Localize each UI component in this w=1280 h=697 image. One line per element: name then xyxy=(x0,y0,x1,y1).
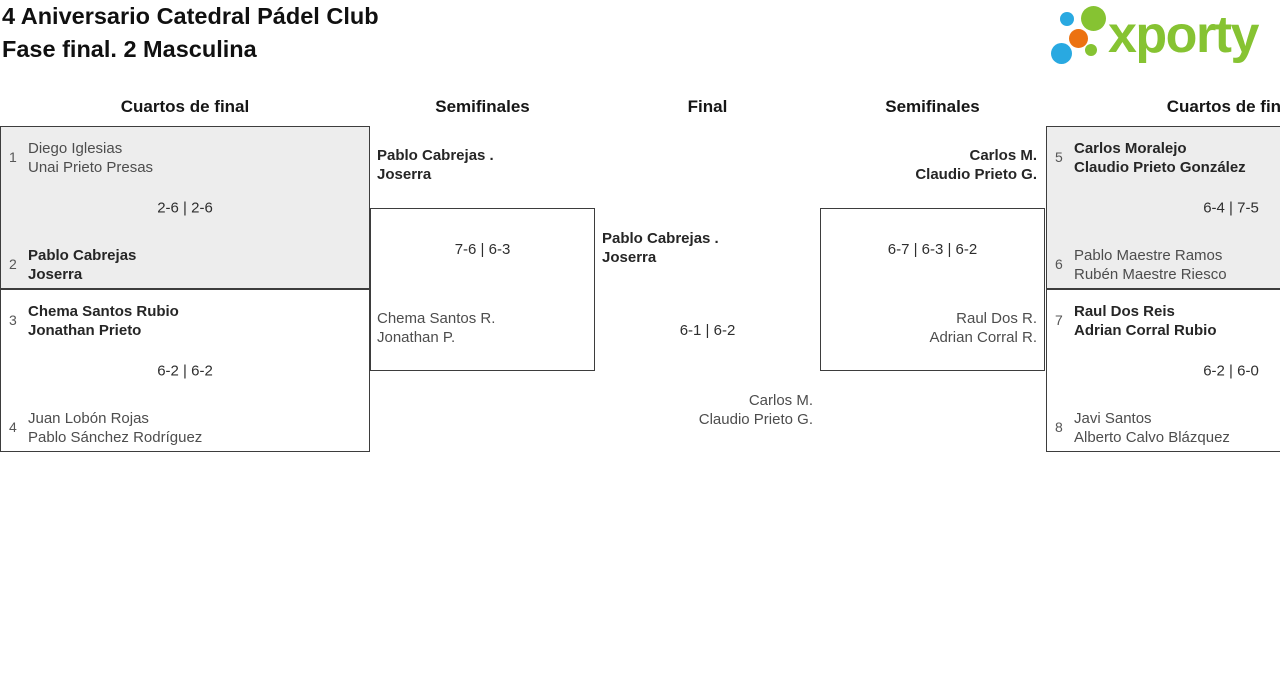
team-pair-winner: Raul Dos Reis Adrian Corral Rubio xyxy=(1074,302,1217,340)
team-pair-winner: Carlos Moralejo Claudio Prieto González xyxy=(1074,139,1246,177)
team-line: Raul Dos Reis xyxy=(1074,303,1175,320)
match-box-qf1: 1 Diego Iglesias Unai Prieto Presas 2-6 … xyxy=(0,126,370,289)
match-box-sf-left xyxy=(370,208,595,371)
page-title: 4 Aniversario Catedral Pádel Club Fase f… xyxy=(2,0,379,66)
match-score: 2-6 | 2-6 xyxy=(157,199,213,216)
match-score: 7-6 | 6-3 xyxy=(454,241,511,258)
team-pair-loser: Pablo Maestre Ramos Rubén Maestre Riesco xyxy=(1074,246,1227,284)
team-line: Carlos M. xyxy=(969,147,1037,164)
match-box-sf-right xyxy=(820,208,1045,371)
match-score: 6-2 | 6-2 xyxy=(157,362,213,379)
team-line: Raul Dos R. xyxy=(956,310,1037,327)
round-header-semis-left: Semifinales xyxy=(435,97,530,116)
logo-dot-green-large-icon xyxy=(1081,6,1106,31)
seed-number: 5 xyxy=(1055,149,1063,165)
round-header-cuartos-left: Cuartos de final xyxy=(120,97,250,116)
team-pair-winner: Pablo Cabrejas Joserra xyxy=(28,246,136,284)
logo-dot-blue-large-icon xyxy=(1051,43,1072,64)
team-line: Claudio Prieto G. xyxy=(915,166,1037,183)
team-line: Unai Prieto Presas xyxy=(28,159,154,176)
team-line: Carlos M. xyxy=(748,392,813,409)
team-line: Javi Santos xyxy=(1074,410,1152,427)
seed-number: 4 xyxy=(9,419,17,435)
match-box-qf4: 7 Raul Dos Reis Adrian Corral Rubio 6-2 … xyxy=(1046,289,1280,452)
team-pair-winner: Carlos M. Claudio Prieto G. xyxy=(820,146,1037,184)
logo-dot-blue-small-icon xyxy=(1060,12,1074,26)
team-line: Joserra xyxy=(377,166,432,183)
team-line: Pablo Cabrejas . xyxy=(602,230,719,247)
team-line: Chema Santos Rubio xyxy=(28,303,179,320)
team-line: Joserra xyxy=(602,249,657,266)
match-score: 6-7 | 6-3 | 6-2 xyxy=(887,241,978,258)
logo-wordmark: xporty xyxy=(1108,6,1259,64)
team-line: Pablo Cabrejas . xyxy=(377,147,494,164)
team-pair-loser: Carlos M. Claudio Prieto G. xyxy=(595,391,813,429)
team-line: Pablo Sánchez Rodríguez xyxy=(28,429,203,446)
team-line: Juan Lobón Rojas xyxy=(28,410,149,427)
seed-number: 2 xyxy=(9,256,17,272)
seed-number: 8 xyxy=(1055,419,1063,435)
seed-number: 7 xyxy=(1055,312,1063,328)
round-header-cuartos-right: Cuartos de final xyxy=(1166,97,1280,116)
xporty-logo[interactable]: xporty xyxy=(1050,3,1280,75)
team-line: Joserra xyxy=(28,266,83,283)
logo-dot-orange-icon xyxy=(1069,29,1088,48)
round-header-final: Final xyxy=(687,97,728,116)
seed-number: 3 xyxy=(9,312,17,328)
match-score: 6-1 | 6-2 xyxy=(679,322,736,339)
team-pair-winner: Pablo Cabrejas . Joserra xyxy=(602,229,719,267)
team-line: Adrian Corral Rubio xyxy=(1074,322,1217,339)
match-box-qf3: 5 Carlos Moralejo Claudio Prieto Gonzále… xyxy=(1046,126,1280,289)
team-line: Jonathan Prieto xyxy=(28,322,142,339)
tournament-name: 4 Aniversario Catedral Pádel Club xyxy=(2,3,379,29)
team-line: Carlos Moralejo xyxy=(1074,140,1187,157)
team-line: Pablo Maestre Ramos xyxy=(1074,247,1223,264)
team-pair-winner: Pablo Cabrejas . Joserra xyxy=(377,146,494,184)
team-line: Adrian Corral R. xyxy=(929,329,1037,346)
team-line: Rubén Maestre Riesco xyxy=(1074,266,1227,283)
team-pair-loser: Diego Iglesias Unai Prieto Presas xyxy=(28,139,153,177)
match-score: 6-2 | 6-0 xyxy=(1203,362,1259,379)
team-line: Jonathan P. xyxy=(377,329,456,346)
match-score: 6-4 | 7-5 xyxy=(1203,199,1259,216)
team-line: Pablo Cabrejas xyxy=(28,247,137,264)
seed-number: 6 xyxy=(1055,256,1063,272)
team-line: Diego Iglesias xyxy=(28,140,123,157)
team-line: Chema Santos R. xyxy=(377,310,496,327)
team-line: Alberto Calvo Blázquez xyxy=(1074,429,1230,446)
team-pair-loser: Javi Santos Alberto Calvo Blázquez xyxy=(1074,409,1230,447)
team-pair-loser: Chema Santos R. Jonathan P. xyxy=(377,309,495,347)
seed-number: 1 xyxy=(9,149,17,165)
logo-dot-green-small-icon xyxy=(1085,44,1097,56)
team-pair-winner: Chema Santos Rubio Jonathan Prieto xyxy=(28,302,179,340)
phase-category: Fase final. 2 Masculina xyxy=(2,36,257,62)
team-pair-loser: Juan Lobón Rojas Pablo Sánchez Rodríguez xyxy=(28,409,202,447)
team-pair-loser: Raul Dos R. Adrian Corral R. xyxy=(820,309,1037,347)
round-header-semis-right: Semifinales xyxy=(885,97,980,116)
team-line: Claudio Prieto G. xyxy=(698,411,813,428)
match-box-qf2: 3 Chema Santos Rubio Jonathan Prieto 6-2… xyxy=(0,289,370,452)
team-line: Claudio Prieto González xyxy=(1074,159,1246,176)
